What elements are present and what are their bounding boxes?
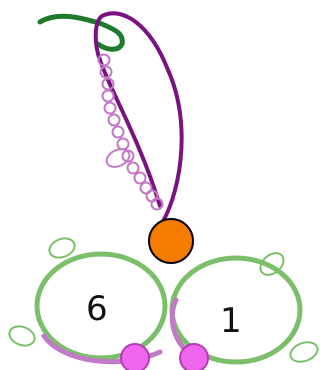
green-thread [40, 16, 122, 49]
bead [128, 163, 139, 174]
loop-6: 6 [37, 254, 165, 362]
magenta-bead-right [180, 344, 208, 370]
bead [118, 139, 129, 150]
bead [105, 103, 116, 114]
bead [103, 91, 114, 102]
bead [113, 127, 124, 138]
bead [109, 115, 120, 126]
magenta-bead-left [121, 344, 149, 370]
leaf-oval-bottom-left [7, 323, 38, 349]
loop-label-1: 1 [220, 301, 242, 341]
orange-bead [149, 219, 193, 263]
leaf-oval-bottom-right [288, 339, 320, 365]
loop-label-6: 6 [86, 289, 108, 329]
bead [135, 173, 146, 184]
